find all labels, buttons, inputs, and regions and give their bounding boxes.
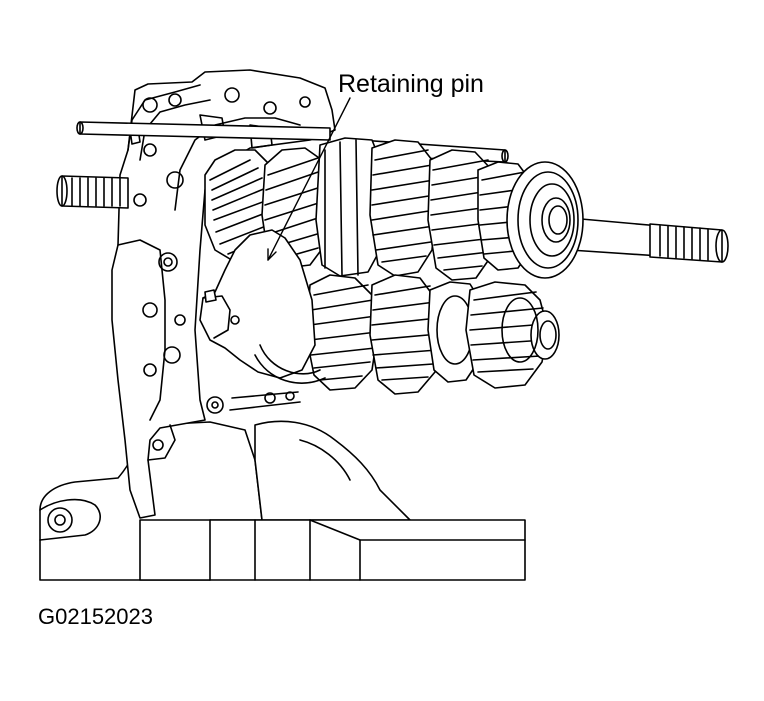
vise-stand [40,421,525,580]
callout-label: Retaining pin [338,70,484,98]
callout-leader [268,98,350,260]
counter-shaft-gears [306,275,559,394]
transmission-case [112,70,335,518]
figure-id: G02152023 [38,604,153,629]
shift-fork [200,230,325,383]
